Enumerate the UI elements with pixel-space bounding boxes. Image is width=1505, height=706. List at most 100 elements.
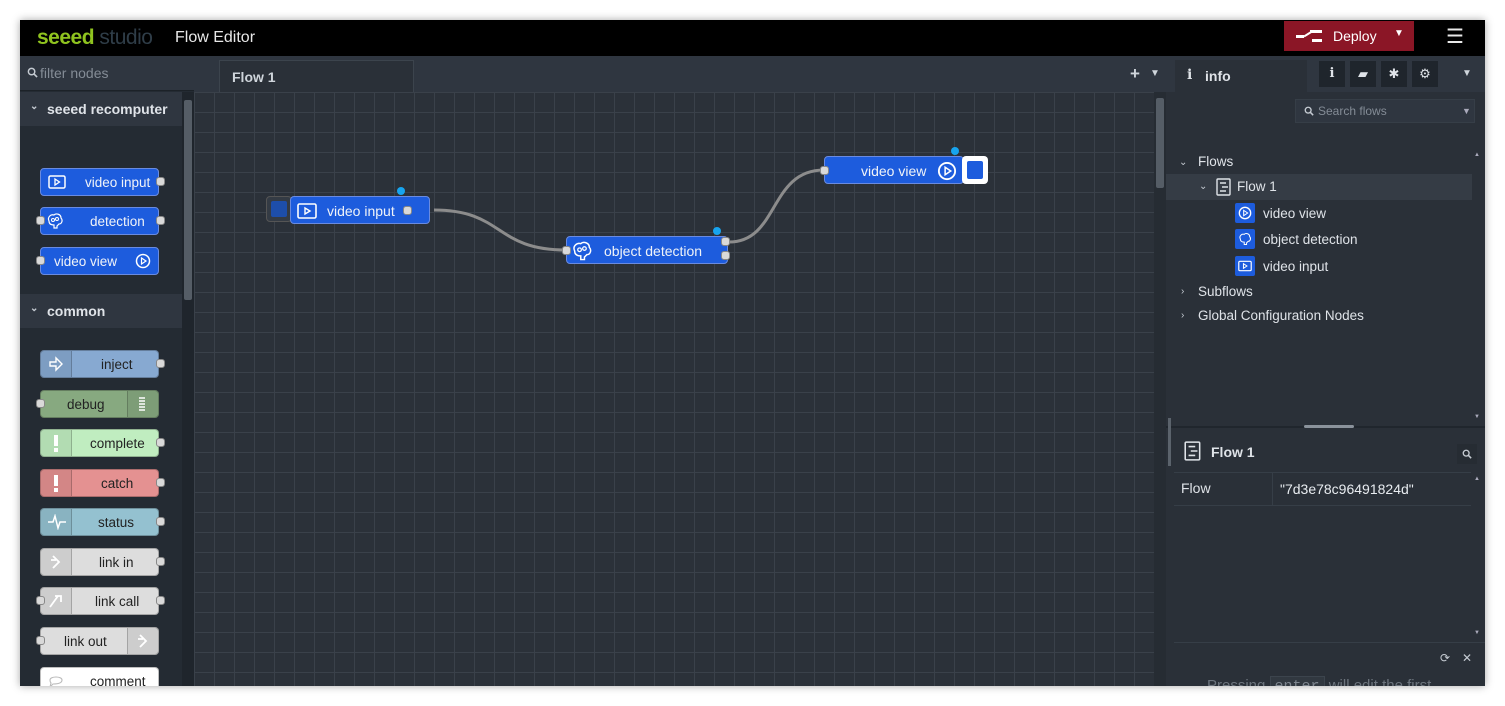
bug-icon[interactable]: ✱ [1381, 61, 1407, 87]
input-port[interactable] [36, 399, 45, 408]
input-port[interactable] [36, 256, 45, 265]
link-call-icon [41, 588, 72, 614]
close-icon[interactable]: ✕ [1461, 651, 1473, 665]
tree-node-object-detection[interactable]: object detection [1263, 232, 1358, 247]
chevron-down-icon[interactable]: ⌄ [1199, 181, 1208, 192]
scrollbar-thumb[interactable] [184, 100, 192, 300]
scrollbar-thumb[interactable] [1156, 98, 1164, 188]
input-port[interactable] [562, 246, 571, 255]
tree-global-config[interactable]: Global Configuration Nodes [1198, 308, 1364, 323]
play-circle-icon [1235, 203, 1255, 223]
tree-scrollbar[interactable]: ▲ ▼ [1474, 152, 1480, 420]
output-port[interactable] [156, 517, 165, 526]
search-icon [1304, 106, 1314, 116]
search-caret-icon[interactable]: ▼ [1462, 106, 1471, 116]
sidebar: i info i ▰ ✱ ⚙ ▼ ▼ ⌄ Flows ⌄ Flow 1 vide… [1166, 56, 1485, 686]
changed-indicator [951, 147, 959, 155]
pulse-icon [41, 509, 72, 535]
filter-nodes-input[interactable] [40, 62, 185, 84]
input-port[interactable] [820, 166, 829, 175]
link-in-icon [41, 549, 72, 575]
main-menu-icon[interactable]: ☰ [1446, 26, 1464, 48]
chevron-right-icon[interactable]: › [1181, 286, 1185, 297]
properties-scrollbar[interactable]: ▲ ▼ [1474, 476, 1480, 636]
palette-node-debug[interactable]: debug [40, 390, 159, 418]
output-port[interactable] [156, 177, 165, 186]
inject-button[interactable] [266, 196, 292, 222]
palette-node-video-view[interactable]: video view [40, 247, 159, 275]
wires [433, 168, 825, 252]
tree-subflows[interactable]: Subflows [1198, 284, 1253, 299]
palette-node-link-out[interactable]: link out [40, 627, 159, 655]
chevron-right-icon[interactable]: › [1181, 310, 1185, 321]
deploy-label: Deploy [1333, 28, 1377, 44]
output-port[interactable] [156, 557, 165, 566]
reveal-search-icon[interactable] [1457, 444, 1477, 464]
output-port[interactable] [721, 251, 730, 260]
changed-indicator [713, 227, 721, 235]
play-circle-icon [128, 248, 158, 274]
palette-node-catch[interactable]: catch [40, 469, 159, 497]
chevron-down-icon[interactable]: ⌄ [1179, 157, 1188, 168]
deploy-button[interactable]: Deploy ▼ [1284, 21, 1414, 51]
tree-node-video-view[interactable]: video view [1263, 206, 1327, 221]
flow-node-object-detection[interactable]: object detection [566, 236, 728, 264]
output-port[interactable] [156, 359, 165, 368]
palette-node-comment[interactable]: comment [40, 667, 159, 686]
video-input-icon [297, 203, 317, 219]
gear-icon[interactable]: ⚙ [1412, 61, 1438, 87]
palette-node-link-in[interactable]: link in [40, 548, 159, 576]
tab-info[interactable]: i info [1175, 60, 1307, 92]
palette-node-link-call[interactable]: link call [40, 587, 159, 615]
output-port[interactable] [403, 206, 412, 215]
input-port[interactable] [36, 596, 45, 605]
brain-icon [39, 208, 69, 234]
property-value[interactable]: "7d3e78c96491824d" [1272, 473, 1472, 505]
refresh-icon[interactable]: ⟳ [1439, 651, 1451, 665]
output-port[interactable] [156, 216, 165, 225]
palette-node-detection[interactable]: detection [40, 207, 159, 235]
input-port[interactable] [36, 216, 45, 225]
output-port[interactable] [721, 237, 730, 246]
input-port[interactable] [36, 636, 45, 645]
output-port[interactable] [156, 438, 165, 447]
output-port[interactable] [156, 478, 165, 487]
palette-node-complete[interactable]: complete [40, 429, 159, 457]
workspace-tab-bar: Flow 1 + ▼ [194, 56, 1166, 92]
output-port[interactable] [156, 596, 165, 605]
tab-menu-chevron-down-icon[interactable]: ▼ [1150, 68, 1160, 79]
sidebar-menu-chevron-down-icon[interactable]: ▼ [1462, 68, 1472, 79]
video-input-icon [1235, 256, 1255, 276]
app-window: seeed studio Flow Editor Deploy ▼ ☰ ⌄ se… [20, 20, 1485, 686]
toggle-button[interactable] [962, 156, 988, 184]
category-seeed-recomputer[interactable]: ⌄ seeed recomputer [20, 92, 182, 126]
flow-icon [1184, 441, 1201, 461]
deploy-caret-icon[interactable]: ▼ [1394, 28, 1404, 39]
resize-handle[interactable] [1304, 425, 1354, 428]
list-icon [127, 391, 158, 417]
flow-node-video-view[interactable]: video view [824, 156, 964, 184]
book-icon[interactable]: ▰ [1350, 61, 1376, 87]
flow-canvas[interactable]: video input object detection video view [194, 92, 1154, 686]
sidebar-resize-handle[interactable] [1168, 418, 1171, 466]
palette-node-video-input[interactable]: video input [40, 168, 159, 196]
palette-node-status[interactable]: status [40, 508, 159, 536]
app-header: seeed studio Flow Editor Deploy ▼ ☰ [20, 20, 1485, 56]
changed-indicator [397, 187, 405, 195]
tree-node-video-input[interactable]: video input [1263, 259, 1329, 274]
help-hint: Pressing enter will edit the first [1207, 676, 1431, 686]
info-icon[interactable]: i [1319, 61, 1345, 87]
tree-flow-1[interactable]: Flow 1 [1237, 179, 1277, 194]
canvas-scrollbar[interactable] [1154, 92, 1166, 686]
search-flows-input[interactable] [1318, 103, 1448, 119]
palette-node-inject[interactable]: inject [40, 350, 159, 378]
chevron-down-icon: ⌄ [30, 101, 39, 112]
play-circle-icon [937, 161, 957, 181]
palette-scrollbar[interactable] [182, 92, 194, 686]
properties-header: Flow 1 [1174, 432, 1479, 472]
add-flow-icon[interactable]: + [1130, 64, 1140, 83]
tab-flow-1[interactable]: Flow 1 [219, 60, 414, 92]
app-title: Flow Editor [175, 29, 256, 46]
category-common[interactable]: ⌄ common [20, 294, 182, 328]
tree-flows[interactable]: Flows [1198, 154, 1234, 169]
